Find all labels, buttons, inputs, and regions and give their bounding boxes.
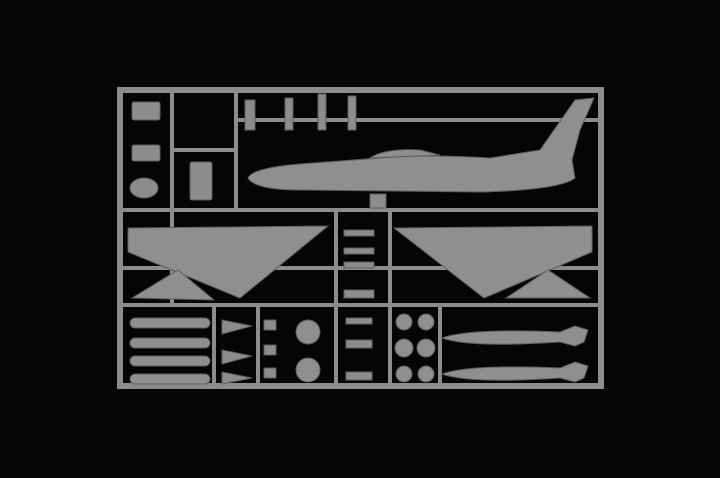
right-drop-tank-lower (440, 361, 589, 383)
left-tailplane-part (130, 269, 216, 301)
fuselage-part (247, 97, 595, 193)
wheel-parts (295, 313, 436, 383)
small-part (131, 144, 161, 162)
right-tailplane-part (504, 269, 592, 299)
small-part (189, 161, 213, 201)
frame-runner (117, 87, 604, 389)
right-wing-part (392, 225, 593, 299)
sprue-frame (117, 87, 604, 389)
small-part (131, 101, 161, 121)
drop-tank-parts (129, 317, 211, 385)
small-part (129, 177, 159, 199)
left-wing-part (127, 225, 330, 299)
landing-gear-parts (244, 93, 357, 131)
gear-door-parts (221, 319, 277, 385)
center-small-parts (343, 193, 387, 381)
right-drop-tank-upper (440, 325, 589, 347)
canopy-part (368, 149, 441, 159)
